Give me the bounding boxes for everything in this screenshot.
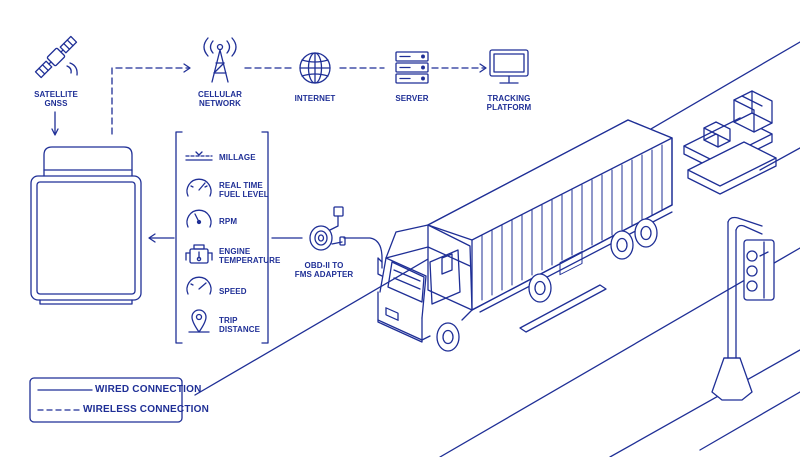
globe-icon — [299, 52, 331, 84]
truck — [377, 119, 673, 352]
obd-adapter-icon — [309, 206, 346, 251]
tracker-to-cellular-link — [111, 67, 189, 135]
metric-millage-label: MILLAGE — [219, 153, 256, 162]
metric-trip-label: TRIP DISTANCE — [219, 316, 261, 334]
odometer-icon — [185, 151, 213, 161]
server-icon — [395, 51, 429, 84]
satellite-icon — [34, 35, 78, 79]
speedometer-icon — [186, 276, 212, 295]
map-pin-icon — [188, 309, 210, 333]
arrow-down-icon — [51, 128, 59, 136]
platform-label: TRACKING PLATFORM — [486, 94, 532, 112]
legend-wireless-label: WIRELESS CONNECTION — [83, 404, 210, 415]
pallet-boxes-icon — [683, 90, 777, 195]
tachometer-icon — [186, 209, 212, 228]
connection-lines — [51, 63, 487, 269]
legend-box — [29, 377, 183, 423]
traffic-light-icon — [711, 216, 775, 401]
metrics-panel — [175, 131, 269, 344]
trailer-ribs — [481, 144, 663, 301]
server-label: SERVER — [395, 94, 429, 103]
metric-rpm-label: RPM — [219, 217, 238, 226]
internet-label: INTERNET — [294, 94, 336, 103]
engine-icon — [185, 244, 213, 264]
satellite-label: SATELLITE GNSS — [34, 90, 78, 108]
arrow-right-icon — [479, 63, 487, 73]
cellular-label: CELLULAR NETWORK — [198, 90, 242, 108]
cell-tower-icon — [203, 37, 237, 83]
metric-fuel-label: REAL TIME FUEL LEVEL — [219, 181, 269, 199]
arrow-right-icon — [183, 63, 191, 73]
metric-engine-temp-label: ENGINE TEMPERATURE — [219, 247, 281, 265]
monitor-icon — [489, 49, 529, 84]
legend-wired-label: WIRED CONNECTION — [95, 384, 202, 395]
metric-speed-label: SPEED — [219, 287, 247, 296]
adapter-to-truck-link — [343, 237, 383, 269]
tracker-device — [30, 146, 142, 305]
fuel-gauge-icon — [186, 178, 212, 197]
adapter-label: OBD-II TO FMS ADAPTER — [294, 261, 354, 279]
arrow-left-icon — [148, 233, 156, 243]
